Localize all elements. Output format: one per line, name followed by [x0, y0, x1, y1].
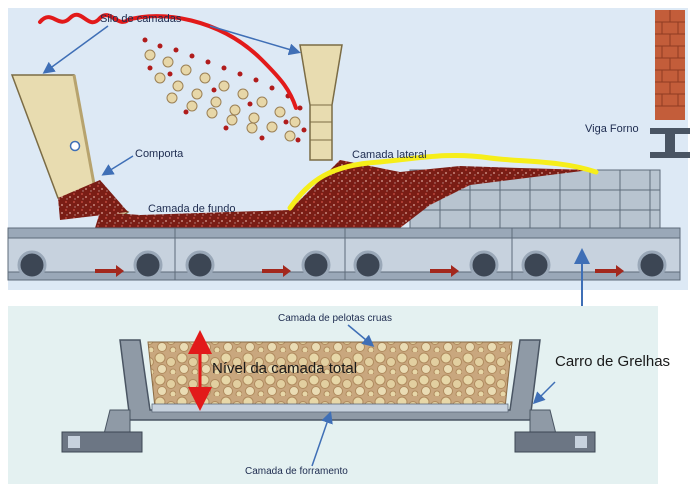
wheel-icon — [17, 250, 667, 280]
falling-pellets — [142, 37, 307, 143]
nivel-camada-label: Nível da camada total — [212, 360, 357, 377]
comporta-label: Comporta — [135, 148, 184, 160]
annotation-arrows-bottom — [311, 324, 556, 467]
yellow-highlight-stroke — [287, 152, 599, 211]
right-funnel — [299, 44, 343, 161]
brick-column — [655, 10, 685, 120]
left-hopper — [10, 74, 130, 220]
camada-lateral-label: Camada lateral — [352, 149, 427, 161]
camada-forramento-layer — [151, 403, 509, 413]
silo-label: Silo de camadas — [100, 13, 182, 25]
carro-grelhas-label: Carro de Grelhas — [555, 353, 670, 370]
camada-pelotas-label: Camada de pelotas cruas — [278, 313, 392, 324]
camada-forramento-label: Camada de forramento — [245, 466, 348, 477]
camada-fundo-label: Camada de fundo — [148, 203, 235, 215]
camada-fundo-bed — [95, 160, 590, 228]
red-highlight-stroke — [38, 12, 298, 110]
conveyor — [7, 227, 681, 281]
direction-arrow-icon — [95, 265, 624, 277]
viga-forno-beam — [650, 128, 690, 158]
annotation-arrows-top — [42, 25, 301, 176]
viga-forno-label: Viga Forno — [585, 123, 639, 135]
